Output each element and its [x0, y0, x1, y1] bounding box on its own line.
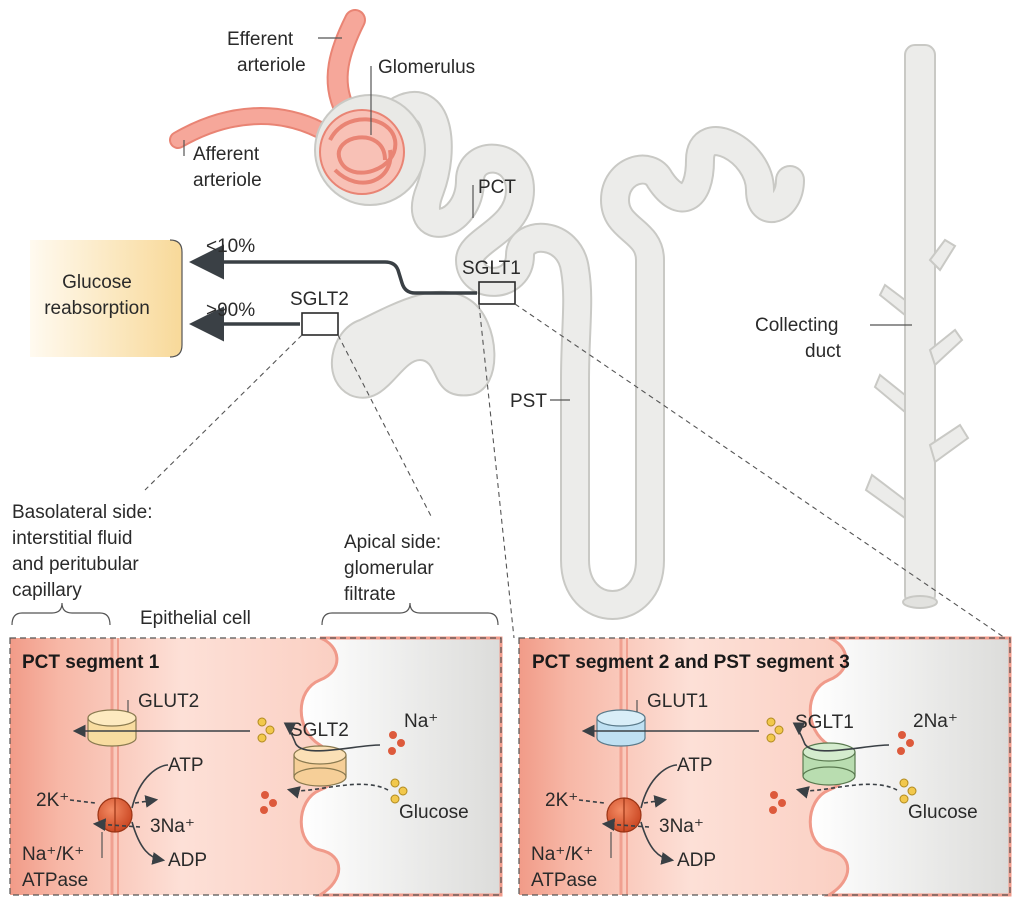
svg-text:arteriole: arteriole	[237, 55, 306, 76]
glomerulus-label: Glomerulus	[370, 57, 475, 135]
svg-text:Collecting: Collecting	[755, 315, 838, 336]
svg-text:Na⁺/K⁺: Na⁺/K⁺	[531, 844, 593, 865]
svg-text:3Na⁺: 3Na⁺	[150, 816, 195, 837]
panel-pct-segment-2-pst-segment-3: PCT segment 2 and PST segment 3 GLUT1	[518, 636, 1012, 897]
sglt2-marker: SGLT2	[290, 289, 349, 336]
svg-text:Efferent: Efferent	[227, 29, 294, 50]
svg-text:GLUT2: GLUT2	[138, 691, 199, 712]
glomerulus-vessels	[169, 9, 426, 206]
svg-text:Glucose: Glucose	[399, 802, 469, 823]
svg-text:Na⁺/K⁺: Na⁺/K⁺	[22, 844, 84, 865]
zoom-lines	[144, 303, 1006, 639]
svg-text:GLUT1: GLUT1	[647, 691, 708, 712]
svg-text:ATPase: ATPase	[22, 870, 88, 891]
collecting-duct-label: Collecting duct	[755, 315, 912, 362]
svg-text:PCT segment 2 and PST segment: PCT segment 2 and PST segment 3	[532, 652, 850, 673]
glut2-transporter: GLUT2	[87, 691, 199, 747]
svg-text:SGLT1: SGLT1	[462, 258, 521, 279]
svg-text:Afferent: Afferent	[193, 144, 260, 165]
svg-text:Apical side:: Apical side:	[344, 532, 441, 553]
svg-text:3Na⁺: 3Na⁺	[659, 816, 704, 837]
svg-text:PCT segment 1: PCT segment 1	[22, 652, 160, 673]
svg-text:ATP: ATP	[168, 755, 204, 776]
na-k-atpase: ATP 2K⁺ 3Na⁺ ADP Na⁺/K⁺ ATPase	[22, 755, 207, 891]
svg-text:reabsorption: reabsorption	[44, 298, 150, 319]
sglt1-marker: SGLT1	[462, 258, 521, 305]
sglt1-transporter: SGLT1	[795, 712, 856, 786]
svg-text:SGLT2: SGLT2	[290, 289, 349, 310]
svg-text:2K⁺: 2K⁺	[545, 790, 578, 811]
sglt2-transporter: SGLT2	[290, 720, 349, 787]
svg-text:>90%: >90%	[206, 300, 255, 321]
svg-text:filtrate: filtrate	[344, 584, 396, 605]
panel-pct-segment-1: PCT segment 1 GLUT2	[9, 636, 503, 897]
svg-text:PCT: PCT	[478, 177, 516, 198]
pct-label: PCT	[472, 177, 516, 218]
svg-text:PST: PST	[510, 391, 547, 412]
svg-text:ADP: ADP	[168, 850, 207, 871]
na-k-atpase-2: ATP 2K⁺ 3Na⁺ ADP Na⁺/K⁺ ATPase	[531, 755, 716, 891]
svg-text:interstitial fluid: interstitial fluid	[12, 528, 132, 549]
svg-text:Glomerulus: Glomerulus	[378, 57, 475, 78]
afferent-arteriole-label: Afferent arteriole	[183, 140, 262, 191]
svg-text:ADP: ADP	[677, 850, 716, 871]
svg-text:<10%: <10%	[206, 236, 255, 257]
glucose-molecules-2	[766, 717, 917, 804]
svg-text:capillary: capillary	[12, 580, 82, 601]
svg-text:Glucose: Glucose	[908, 802, 978, 823]
nephron-tubule	[331, 91, 805, 620]
pst-label: PST	[510, 391, 570, 412]
reabsorption-arrows: <10% >90%	[189, 236, 477, 342]
apical-label: Apical side: glomerular filtrate	[321, 532, 499, 626]
basolateral-label: Basolateral side: interstitial fluid and…	[11, 502, 152, 626]
svg-text:Glucose: Glucose	[62, 272, 132, 293]
svg-text:SGLT2: SGLT2	[290, 720, 349, 741]
glucose-molecules	[257, 717, 408, 804]
sodium-ions	[260, 731, 405, 814]
sodium-ions-2	[769, 731, 914, 814]
efferent-arteriole-label: Efferent arteriole	[227, 29, 342, 76]
epithelial-cell-label: Epithelial cell	[140, 608, 251, 629]
svg-text:glomerular: glomerular	[344, 558, 434, 579]
svg-text:arteriole: arteriole	[193, 170, 262, 191]
svg-text:Epithelial cell: Epithelial cell	[140, 608, 251, 629]
svg-text:Basolateral side:: Basolateral side:	[12, 502, 152, 523]
svg-text:Na⁺: Na⁺	[404, 711, 438, 732]
svg-text:ATP: ATP	[677, 755, 713, 776]
svg-text:2K⁺: 2K⁺	[36, 790, 69, 811]
svg-text:duct: duct	[805, 341, 842, 362]
svg-text:SGLT1: SGLT1	[795, 712, 854, 733]
svg-text:ATPase: ATPase	[531, 870, 597, 891]
glut1-transporter: GLUT1	[596, 691, 708, 747]
svg-text:and peritubular: and peritubular	[12, 554, 139, 575]
svg-text:2Na⁺: 2Na⁺	[913, 711, 958, 732]
glucose-reabsorption-box: Glucose reabsorption	[30, 239, 183, 358]
collecting-duct	[864, 44, 970, 609]
